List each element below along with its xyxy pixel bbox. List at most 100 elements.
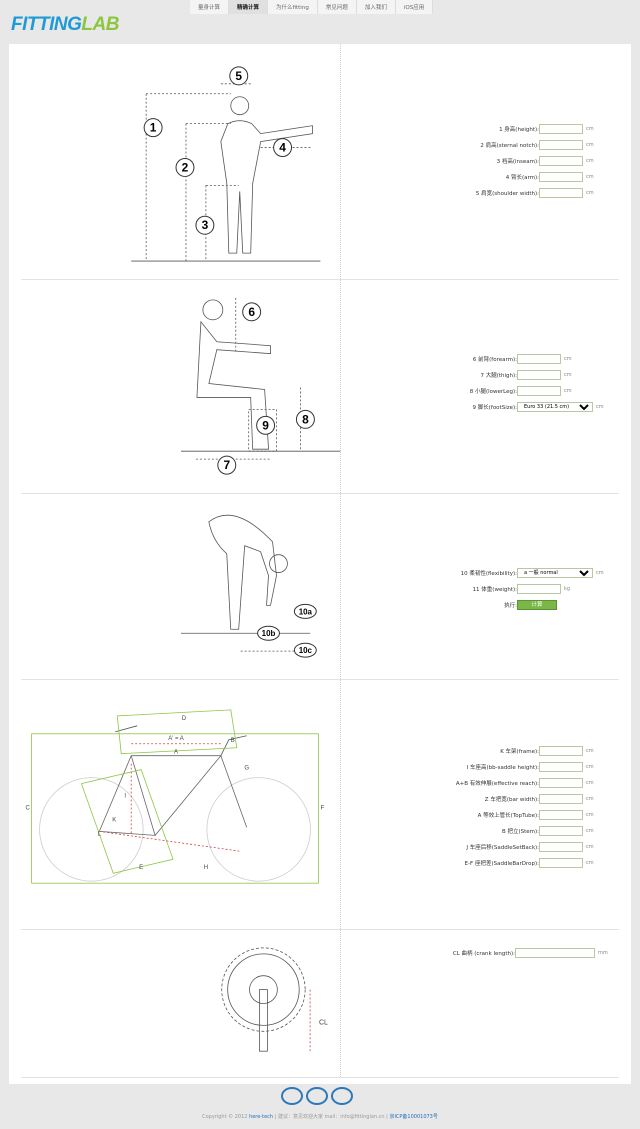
reach-output[interactable]	[539, 778, 583, 788]
arm-row: 4 臂长(arm):cm	[505, 172, 594, 182]
run-row: 执行:计算	[413, 600, 557, 610]
stem-output[interactable]	[539, 826, 583, 836]
standing-figure: 1 2 3 4 5	[21, 44, 341, 279]
nav-join[interactable]: 加入我们	[356, 0, 396, 14]
arm-input[interactable]	[539, 172, 583, 182]
svg-text:10c: 10c	[299, 646, 313, 655]
icp-link[interactable]: 京ICP备10001073号	[389, 1114, 438, 1120]
setback-output[interactable]	[539, 842, 583, 852]
height-input[interactable]	[539, 124, 583, 134]
search-icon[interactable]	[331, 1087, 353, 1105]
drop-row: E-F 座把差(SaddleBarDrop):cm	[464, 858, 594, 868]
svg-text:9: 9	[262, 418, 269, 432]
mark-7: 7	[217, 455, 237, 475]
toptube-output[interactable]	[539, 810, 583, 820]
geo-A-eq: A' = A	[168, 736, 184, 742]
bike-diagram: D A' = A B A G I K L C F H E	[21, 680, 341, 929]
thigh-row: 7 大腿(thigh):cm	[480, 370, 572, 380]
svg-text:2: 2	[182, 160, 189, 174]
main-panel: 1 2 3 4 5 1 身高(height):cm 2 肩高(sternal n…	[9, 44, 631, 1084]
svg-text:3: 3	[202, 218, 209, 232]
lowerleg-input[interactable]	[517, 386, 561, 396]
seated-measure-form: 6 前臂(forearm):cm 7 大腿(thigh):cm 8 小腿(low…	[343, 280, 619, 493]
mark-3: 3	[195, 215, 215, 235]
body-measure-section: 1 2 3 4 5 1 身高(height):cm 2 肩高(sternal n…	[21, 44, 619, 280]
bar-width-row: Z 车把宽(bar width):cm	[484, 794, 594, 804]
shoulder-width-input[interactable]	[539, 188, 583, 198]
forearm-input[interactable]	[517, 354, 561, 364]
geo-C: C	[25, 805, 30, 811]
weight-input[interactable]	[517, 584, 561, 594]
mark-9: 9	[256, 415, 276, 435]
geo-G: G	[244, 766, 249, 772]
footsize-select[interactable]: Euro 33 (21.5 cm)	[517, 402, 593, 412]
shoulder-row: 5 肩宽(shoulder width):cm	[475, 188, 594, 198]
reach-row: A+B 有效伸展(effective reach):cm	[455, 778, 594, 788]
crank-length-output[interactable]	[515, 948, 595, 958]
nav-quick[interactable]: 量身计算	[190, 0, 230, 14]
sternal-row: 2 肩高(sternal notch):cm	[480, 140, 594, 150]
bar-width-output[interactable]	[539, 794, 583, 804]
geo-B: B	[231, 738, 235, 744]
svg-text:10b: 10b	[262, 629, 276, 638]
top-nav: 量身计算 精确计算 为什么fitting 常见问题 加入我们 iOS应用	[190, 0, 434, 14]
douban-icon[interactable]	[281, 1087, 303, 1105]
mark-2: 2	[175, 158, 195, 177]
nav-precise[interactable]: 精确计算	[229, 0, 269, 14]
crank-row: CL 曲柄 (crank length):mm	[452, 948, 608, 958]
logo[interactable]: FITTINGLAB	[11, 14, 119, 35]
toptube-row: A 等效上管长(TopTube):cm	[477, 810, 594, 820]
mark-4: 4	[273, 138, 293, 158]
mark-10c: 10c	[293, 642, 317, 658]
bending-figure: 10a 10b 10c	[21, 494, 341, 679]
flexibility-select[interactable]: a 一般 normal	[517, 568, 593, 578]
geo-E: E	[139, 865, 143, 871]
footer: Copyright © 2012 here-tech | 建议：意见欢迎大家 m…	[202, 1114, 438, 1120]
drop-output[interactable]	[539, 858, 583, 868]
svg-text:8: 8	[302, 412, 309, 426]
bike-geometry-section: D A' = A B A G I K L C F H E K 车架(frame)…	[21, 680, 619, 930]
height-row: 1 身高(height):cm	[499, 124, 594, 134]
stem-row: B 把立(Stem):cm	[501, 826, 594, 836]
saddle-height-output[interactable]	[539, 762, 583, 772]
crank-section: CL CL 曲柄 (crank length):mm	[21, 930, 619, 1078]
svg-text:5: 5	[235, 69, 242, 83]
setback-row: J 车座后移(SaddleSetBack):cm	[466, 842, 594, 852]
mark-6: 6	[242, 302, 262, 322]
seated-measure-section: 6 7 8 9 6 前臂(forearm):cm 7 大腿(thigh):cm …	[21, 280, 619, 494]
nav-why[interactable]: 为什么fitting	[268, 0, 318, 14]
company-link[interactable]: here-tech	[249, 1114, 274, 1120]
seated-figure: 6 7 8 9	[21, 280, 341, 493]
weight-row: 11 体重(weight):kg	[472, 584, 571, 594]
frame-row: K 车架(frame):cm	[500, 746, 594, 756]
flexibility-section: 10a 10b 10c 10 柔韧性(flexibility):a 一般 nor…	[21, 494, 619, 680]
crank-mark: CL	[319, 1019, 328, 1026]
inseam-input[interactable]	[539, 156, 583, 166]
weibo-icon[interactable]	[306, 1087, 328, 1105]
frame-output[interactable]	[539, 746, 583, 756]
inseam-row: 3 裆高(inseam):cm	[496, 156, 594, 166]
saddle-height-row: I 车座高(bb-saddle height):cm	[466, 762, 594, 772]
svg-text:4: 4	[279, 141, 286, 155]
mark-10a: 10a	[293, 603, 317, 619]
nav-faq[interactable]: 常见问题	[317, 0, 357, 14]
body-measure-form: 1 身高(height):cm 2 肩高(sternal notch):cm 3…	[343, 44, 619, 279]
thigh-input[interactable]	[517, 370, 561, 380]
mark-1: 1	[143, 118, 163, 138]
svg-text:7: 7	[223, 458, 230, 472]
geo-H: H	[204, 865, 208, 871]
calculate-button[interactable]: 计算	[517, 600, 557, 610]
nav-ios[interactable]: iOS应用	[395, 0, 434, 14]
geo-A: A	[174, 750, 178, 756]
footsize-row: 9 脚长(footSize):Euro 33 (21.5 cm)cm	[413, 402, 604, 412]
share-icons	[281, 1087, 353, 1105]
bike-geometry-form: K 车架(frame):cm I 车座高(bb-saddle height):c…	[343, 680, 619, 929]
lowerleg-row: 8 小腿(lowerLeg):cm	[469, 386, 572, 396]
crank-diagram: CL	[21, 930, 341, 1077]
forearm-row: 6 前臂(forearm):cm	[472, 354, 572, 364]
svg-text:10a: 10a	[299, 607, 313, 616]
sternal-notch-input[interactable]	[539, 140, 583, 150]
geo-I: I	[124, 794, 126, 800]
